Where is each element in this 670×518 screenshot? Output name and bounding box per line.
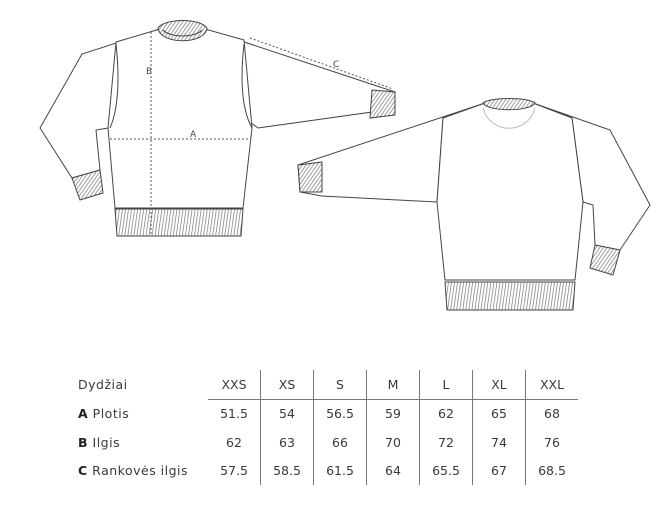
row-name: Plotis xyxy=(92,406,130,421)
front-sweater xyxy=(39,20,396,237)
table-cell: 67 xyxy=(472,456,526,485)
row-letter: C xyxy=(78,463,88,479)
sweater-diagram: B A C xyxy=(39,20,651,311)
row-letter: B xyxy=(78,434,89,450)
table-cell: 68 xyxy=(525,399,578,428)
table-cell: 62 xyxy=(419,399,473,428)
table-cell: 51.5 xyxy=(220,406,248,422)
size-header: XXL xyxy=(525,370,578,400)
table-cell: 70 xyxy=(366,428,420,457)
table-cell: 63 xyxy=(260,428,314,457)
row-letter: A xyxy=(78,406,89,421)
row-name: Ilgis xyxy=(92,434,121,450)
size-header: XXS xyxy=(208,370,261,400)
row-label: B Ilgis xyxy=(78,428,208,457)
table-cell: 62 xyxy=(226,434,242,450)
table-header-row: Dydžiai XXS XS S M L XL XXL xyxy=(78,370,578,400)
table-cell: 58.5 xyxy=(260,456,314,485)
table-cell: 76 xyxy=(525,428,578,457)
row-label: C Rankovės ilgis xyxy=(78,457,208,486)
label-c: C xyxy=(333,60,339,70)
size-header: XL xyxy=(472,370,526,400)
row-label: A Plotis xyxy=(78,399,208,428)
table-cell: 74 xyxy=(472,428,526,457)
table-cell: 54 xyxy=(260,399,314,428)
table-cell: 56.5 xyxy=(313,399,367,428)
label-a: A xyxy=(190,130,197,140)
size-header: M xyxy=(366,370,420,400)
table-cell: 72 xyxy=(419,428,473,457)
table-cell: 57.5 xyxy=(220,463,248,479)
back-sweater xyxy=(297,98,651,311)
size-header: XS xyxy=(260,370,314,400)
size-header: S xyxy=(313,370,367,400)
size-header: L xyxy=(419,370,473,400)
header-label: Dydžiai xyxy=(78,377,128,392)
table-cell: 64 xyxy=(366,456,420,485)
table-cell: 66 xyxy=(313,428,367,457)
table-cell: 65 xyxy=(472,399,526,428)
table-cell: 59 xyxy=(366,399,420,428)
table-cell: 61.5 xyxy=(313,456,367,485)
label-b: B xyxy=(146,67,152,77)
size-table: Dydžiai XXS XS S M L XL XXL A Plotis 51.5… xyxy=(78,370,578,485)
row-name: Rankovės ilgis xyxy=(92,463,189,479)
table-cell: 68.5 xyxy=(525,456,578,485)
table-cell: 65.5 xyxy=(419,456,473,485)
